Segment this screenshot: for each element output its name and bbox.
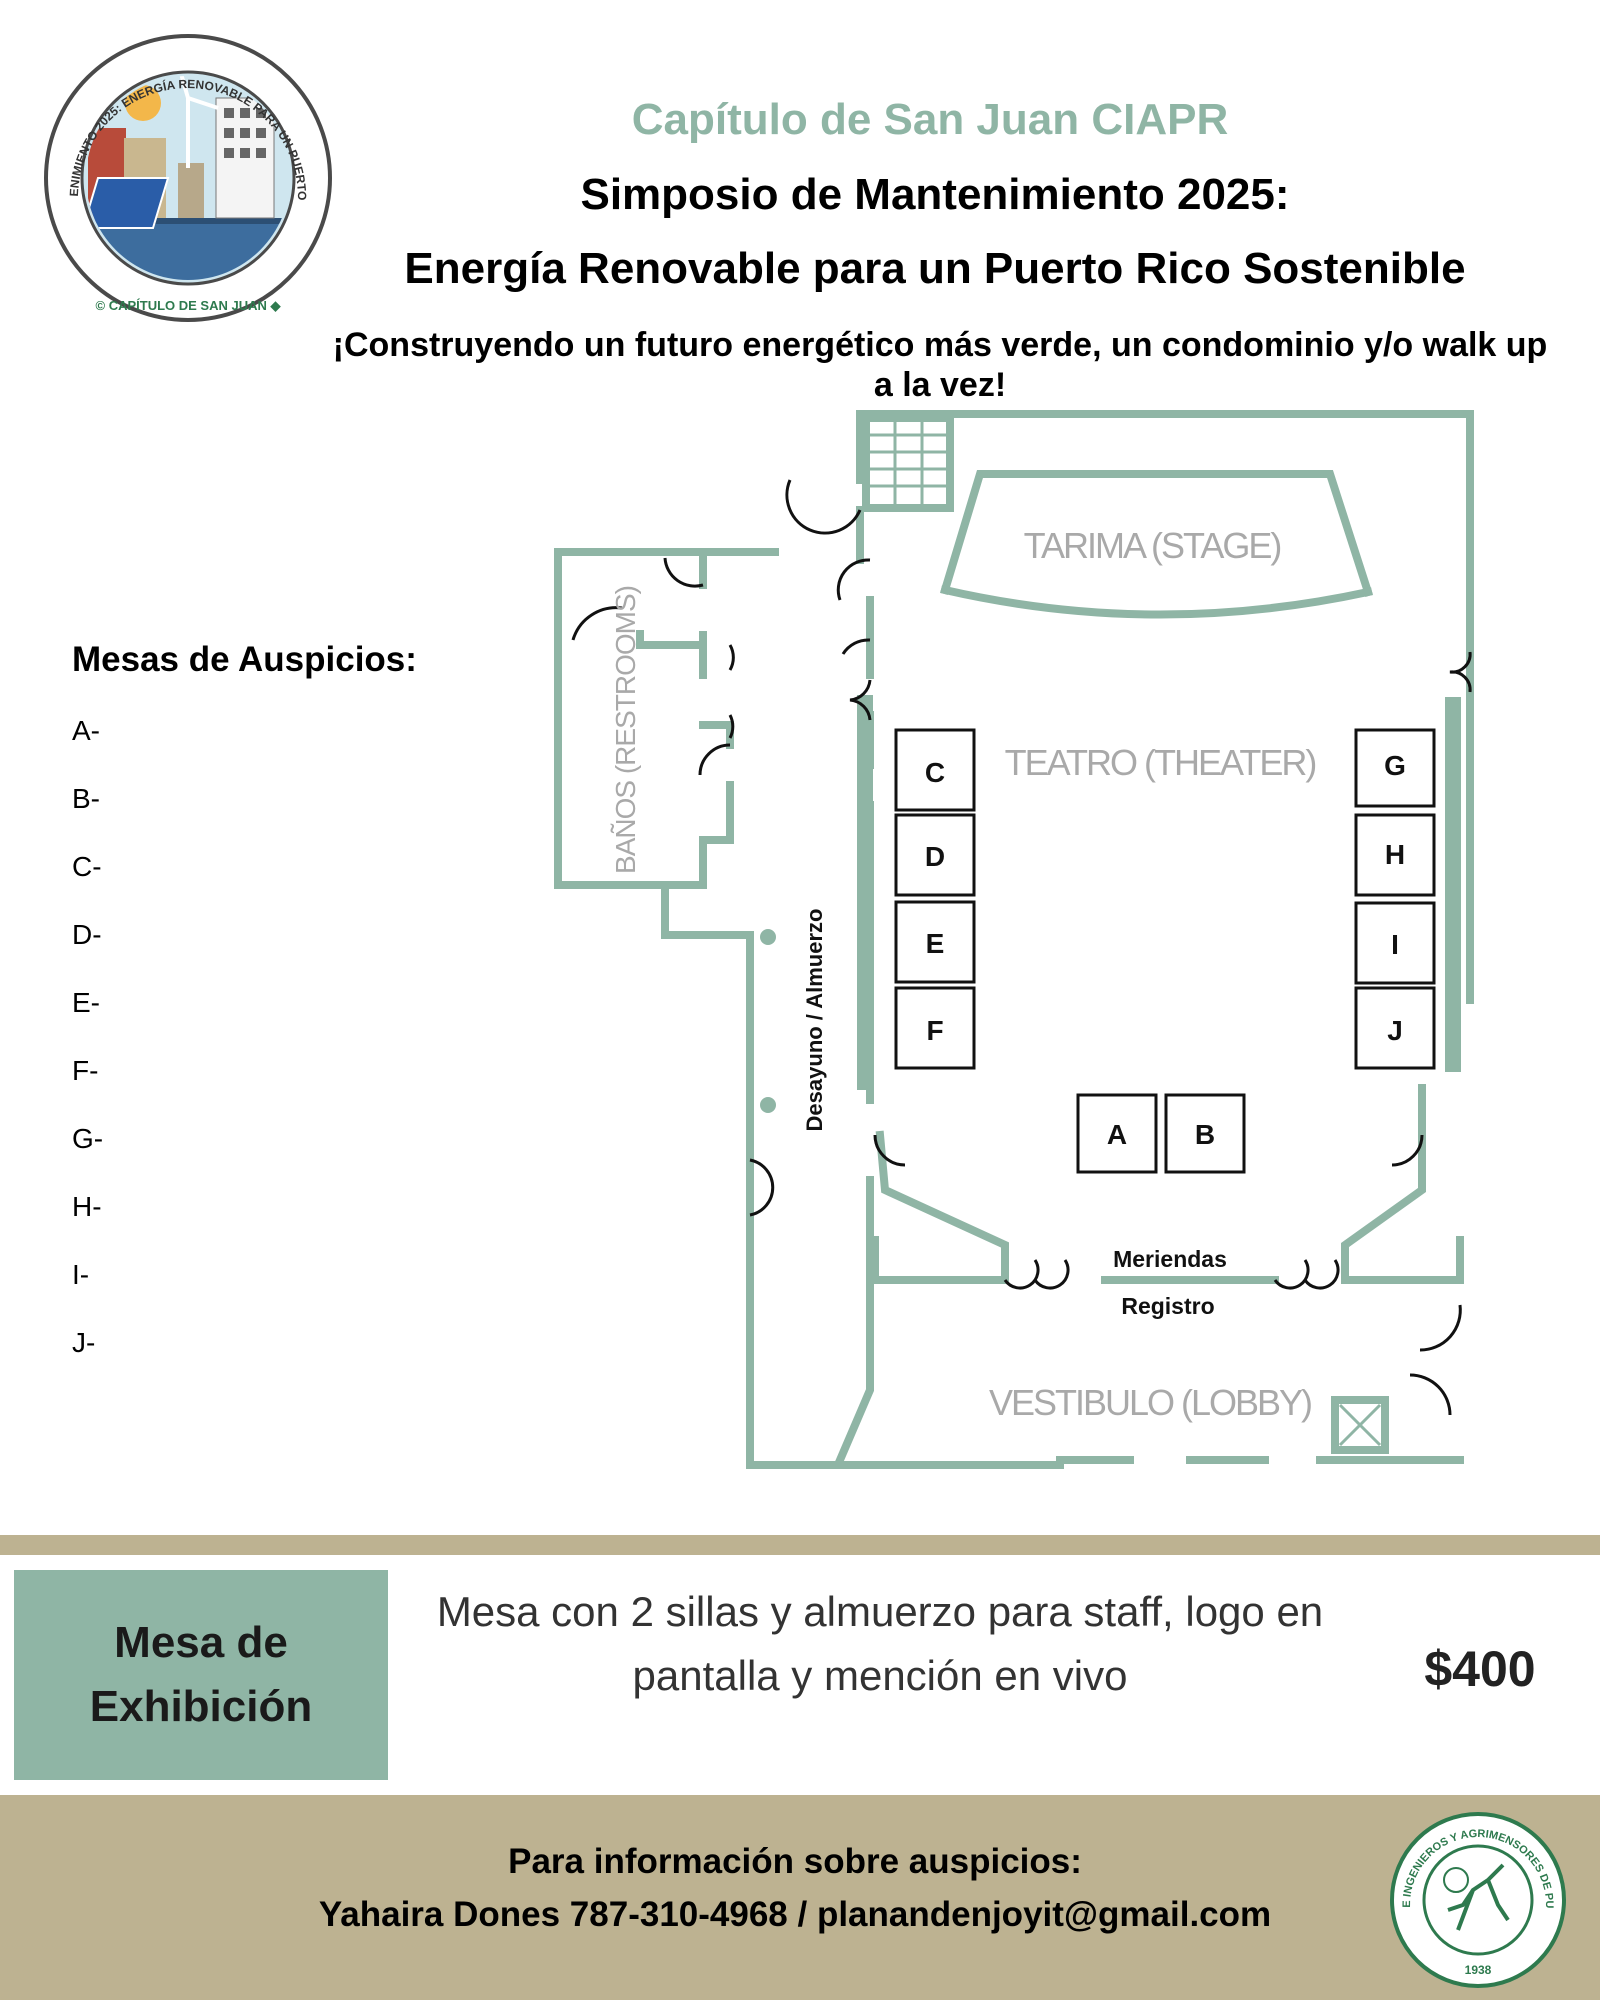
- elevator: [1331, 1396, 1389, 1454]
- event-title: Simposio de Mantenimiento 2025:: [580, 170, 1290, 219]
- event-tagline: ¡Construyendo un futuro energético más v…: [332, 326, 1548, 404]
- footer-contact: Yahaira Dones 787-310-4968 / planandenjo…: [318, 1895, 1272, 1934]
- wall: [834, 1176, 874, 1466]
- food-station-dot: [760, 1097, 776, 1113]
- table-d: [894, 813, 976, 897]
- chapter-name: Capítulo de San Juan CIAPR: [631, 95, 1229, 144]
- tier-description: Mesa con 2 sillas y almuerzo para staff,…: [436, 1588, 1324, 1699]
- floor-plan: TARIMA (STAGE) TEATRO (THEATER) VESTIBUL…: [554, 410, 1474, 1469]
- sponsor-list-title: Mesas de Auspicios:: [72, 640, 417, 679]
- registration-label: Registro: [1121, 1293, 1214, 1319]
- food-station-dot: [760, 929, 776, 945]
- table-g: [1354, 728, 1436, 808]
- table-b: [1164, 1093, 1246, 1174]
- restrooms-label: BAÑOS (RESTROOMS): [610, 586, 641, 874]
- wall: [699, 781, 734, 889]
- table-label-g: G: [1384, 750, 1406, 781]
- sponsor-item-j: J-: [72, 1327, 96, 1358]
- sponsor-item-d: D-: [72, 919, 102, 950]
- sponsor-item-h: H-: [72, 1191, 102, 1222]
- table-f: [894, 986, 976, 1070]
- table-e: [894, 900, 976, 984]
- sponsor-item-i: I-: [72, 1259, 90, 1290]
- food-label: Desayuno / Almuerzo: [802, 909, 827, 1132]
- footer-info-heading: Para información sobre auspicios:: [508, 1842, 1082, 1881]
- stage-edge: [940, 585, 1373, 619]
- table-h: [1354, 813, 1436, 897]
- symposium-logo: SIMPOSIO DE MANTENIMIENTO 2025: ENERGÍA …: [28, 28, 332, 322]
- sponsor-item-b: B-: [72, 783, 100, 814]
- footer-band: [0, 1795, 1600, 2000]
- table-label-h: H: [1385, 839, 1405, 870]
- wall: [554, 548, 779, 889]
- seal-figure-icon: [1447, 1863, 1510, 1931]
- wall: [1341, 1084, 1426, 1284]
- table-label-d: D: [925, 841, 945, 872]
- sponsor-item-e: E-: [72, 987, 100, 1018]
- stairs: [862, 414, 954, 512]
- tier-name: Mesa de Exhibición: [14, 1570, 388, 1780]
- table-c: [894, 728, 976, 812]
- snacks-label: Meriendas: [1113, 1246, 1227, 1272]
- sponsor-item-c: C-: [72, 851, 102, 882]
- sponsor-item-f: F-: [72, 1055, 99, 1086]
- side-wall-left: [857, 695, 873, 1090]
- wall: [699, 721, 734, 749]
- table-label-f: F: [926, 1015, 943, 1046]
- side-wall-right: [1445, 697, 1461, 1072]
- table-j: [1354, 986, 1436, 1070]
- table-a: [1076, 1093, 1158, 1174]
- table-label-a: A: [1107, 1119, 1127, 1150]
- wall: [661, 881, 1064, 1469]
- wall: [636, 630, 707, 649]
- logo-ring-bottom-text: © CAPÍTULO DE SAN JUAN ◆: [96, 298, 282, 313]
- table-label-b: B: [1195, 1119, 1215, 1150]
- table-label-e: E: [926, 928, 945, 959]
- event-theme: Energía Renovable para un Puerto Rico So…: [404, 244, 1466, 293]
- wall: [875, 1130, 1009, 1284]
- lobby-label: VESTIBULO (LOBBY): [989, 1382, 1311, 1423]
- tier-price: $400: [1424, 1641, 1536, 1697]
- sponsor-item-g: G-: [72, 1123, 104, 1154]
- ciapr-seal: COLEGIO DE INGENIEROS Y AGRIMENSORES DE …: [1388, 1810, 1566, 1988]
- wall: [856, 410, 1474, 1004]
- sponsor-item-a: A-: [72, 715, 100, 746]
- theater-label: TEATRO (THEATER): [1005, 742, 1316, 783]
- table-label-i: I: [1391, 929, 1399, 960]
- wall: [871, 1236, 1009, 1284]
- stage-label: TARIMA (STAGE): [1024, 525, 1281, 566]
- table-label-j: J: [1387, 1015, 1403, 1046]
- stage-outline: [940, 470, 1374, 598]
- seal-year: 1938: [1465, 1963, 1492, 1977]
- table-i: [1354, 901, 1436, 985]
- table-label-c: C: [925, 757, 945, 788]
- wall: [1341, 1236, 1464, 1284]
